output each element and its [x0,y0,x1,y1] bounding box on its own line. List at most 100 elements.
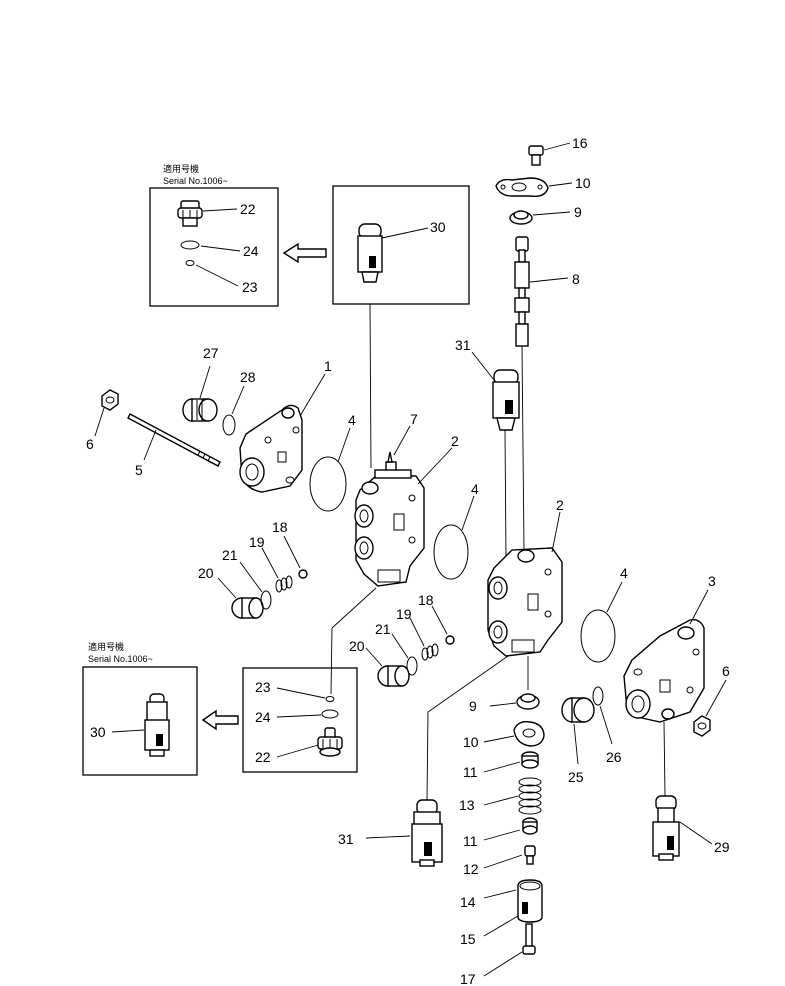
relief-valve-30-frame [332,185,470,305]
bottom-inset-applicable-label: 適用号機 [88,641,124,652]
end-cover-part-3 [623,618,705,723]
callout-17: 17 [460,971,476,986]
callout-20-left: 20 [198,565,214,581]
plug-part-25 [561,697,595,723]
plug-part-27 [182,398,218,422]
top-inset-serial-label: Serial No.1006~ [163,176,228,186]
callout-31-top: 31 [455,337,471,353]
callout-10-top: 10 [575,175,591,191]
bolt-part-12 [524,845,536,865]
ball-part-18-right [445,635,455,645]
callout-6-right: 6 [722,663,730,679]
callout-11-upper: 11 [463,764,478,780]
callout-24-bottom: 24 [255,709,271,725]
callout-13: 13 [459,797,475,813]
top-inset-applicable-label: 適用号機 [163,163,199,174]
bolt-part-16 [528,145,544,166]
callout-6-left: 6 [86,436,94,452]
bottom-inset-frame [82,666,198,776]
callout-5: 5 [135,462,143,478]
o-ring-part-4-middle [433,524,469,580]
ball-part-18-left [298,569,308,579]
callout-9-bottom: 9 [469,698,477,714]
relief-valve-part-31-bottom [411,799,443,867]
callout-4-right: 4 [620,565,628,581]
callout-9-top: 9 [574,204,582,220]
callout-1: 1 [324,358,332,374]
callout-2-left: 2 [451,433,459,449]
arrow-left-top [282,242,327,264]
callout-7: 7 [410,411,418,427]
relief-valve-part-31-top [492,369,520,431]
flange-part-10-top [495,177,549,198]
o-ring-part-23-bottom [325,696,335,702]
valve-block-part-2-right [487,547,563,657]
bottom-inset-serial-label: Serial No.1006~ [88,654,153,664]
spring-part-19-left [275,575,293,593]
retainer-part-11-upper [521,751,539,769]
callout-10-bottom: 10 [463,734,479,750]
o-ring-part-23-top [185,260,195,266]
plug-part-22-bottom [317,727,343,757]
callout-24-top: 24 [243,243,259,259]
spring-part-19-right [421,643,439,661]
callout-20-right: 20 [349,638,365,654]
arrow-left-bottom [201,709,239,731]
nut-part-6-right [693,715,711,737]
callout-25: 25 [568,769,584,785]
bolt-part-17 [522,923,536,955]
callout-21-right: 21 [375,621,391,637]
callout-23-bottom: 23 [255,679,271,695]
o-ring-part-4-left [309,456,347,512]
o-ring-part-24-top [180,240,200,250]
tie-bolt-part-5 [127,413,221,467]
callout-4-left: 4 [348,412,356,428]
callout-26: 26 [606,749,622,765]
nut-part-6-left [101,389,119,411]
callout-19-left: 19 [249,534,265,550]
callout-22-top: 22 [240,201,256,217]
flange-part-10-bottom [513,720,545,747]
callout-30-top: 30 [430,219,446,235]
callout-19-right: 19 [396,606,412,622]
relief-valve-part-30-bottom [144,693,170,757]
fitting-part-7 [374,451,412,479]
o-ring-part-21-right [406,656,418,676]
o-ring-part-26 [592,686,604,706]
o-ring-part-21-left [260,590,272,610]
callout-22-bottom: 22 [255,749,271,765]
callout-4-middle: 4 [471,481,479,497]
top-inset-frame [149,187,279,307]
callout-28: 28 [240,369,256,385]
callout-12: 12 [463,861,479,877]
plug-part-20-right [377,665,410,687]
callout-27: 27 [203,345,219,361]
relief-valve-part-30-top [357,223,383,283]
callout-30-bottom: 30 [90,724,106,740]
callout-3: 3 [708,573,716,589]
callout-16: 16 [572,135,588,151]
o-ring-part-4-right [580,609,616,663]
seal-part-9-bottom [516,693,540,710]
o-ring-part-28 [222,414,236,436]
callout-14: 14 [460,894,476,910]
plug-part-20-left [231,597,264,619]
callout-18-left: 18 [272,519,288,535]
cap-part-15 [517,879,543,923]
callout-18-right: 18 [418,592,434,608]
seal-part-9-top [509,210,533,225]
callout-2-right: 2 [556,497,564,513]
plug-part-22-top [177,200,203,227]
callout-31-bottom: 31 [338,831,354,847]
valve-block-part-2-left [354,475,425,587]
spool-part-8 [514,236,530,347]
o-ring-part-24-bottom [321,709,339,719]
retainer-part-11-lower [522,817,538,835]
callout-11-lower: 11 [463,833,478,849]
end-cover-part-1 [239,404,303,493]
callout-15: 15 [460,931,476,947]
callout-8: 8 [572,271,580,287]
callout-21-left: 21 [222,547,238,563]
spring-part-13 [518,777,542,815]
